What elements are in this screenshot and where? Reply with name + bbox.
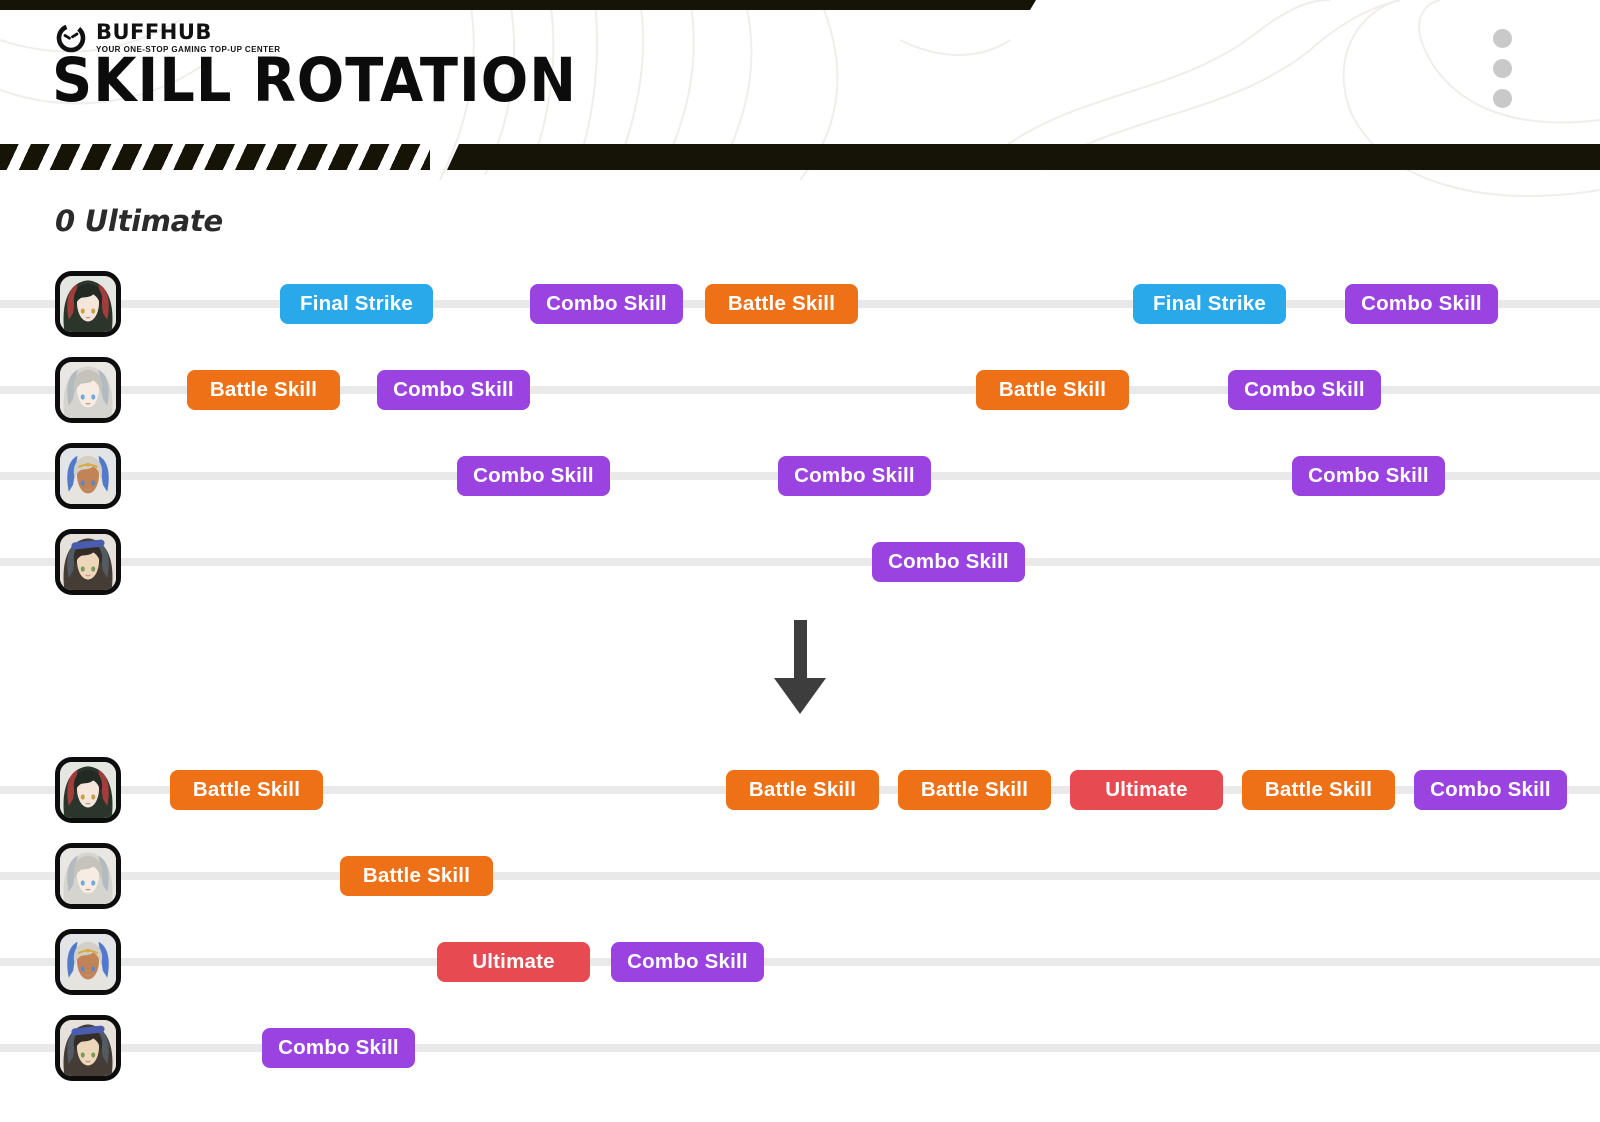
character-avatar-blue-haired-tan-sage	[55, 929, 121, 995]
down-arrow-head	[774, 678, 826, 714]
rotation-row-line	[0, 558, 1600, 566]
character-avatar-dark-green-haired-girl	[55, 271, 121, 337]
skill-badge-combo: Combo Skill	[778, 456, 931, 496]
character-avatar-blue-haired-tan-sage	[55, 443, 121, 509]
skill-badge-combo: Combo Skill	[530, 284, 683, 324]
avatar-art-dark-haired-man-sunglasses	[60, 534, 116, 590]
skill-badge-combo: Combo Skill	[611, 942, 764, 982]
skill-badge-battle: Battle Skill	[1242, 770, 1395, 810]
skill-badge-combo: Combo Skill	[1345, 284, 1498, 324]
skill-badge-combo: Combo Skill	[872, 542, 1025, 582]
skill-badge-ultimate: Ultimate	[1070, 770, 1223, 810]
rotation-row-line	[0, 386, 1600, 394]
slide-dot	[1493, 89, 1512, 108]
skill-badge-combo: Combo Skill	[1414, 770, 1567, 810]
skill-badge-final: Final Strike	[280, 284, 433, 324]
hazard-divider-bar	[0, 144, 1600, 170]
character-avatar-silver-haired-girl	[55, 357, 121, 423]
skill-badge-combo: Combo Skill	[1292, 456, 1445, 496]
skill-badge-battle: Battle Skill	[170, 770, 323, 810]
skill-badge-combo: Combo Skill	[1228, 370, 1381, 410]
avatar-art-dark-green-haired-girl	[60, 276, 116, 332]
skill-badge-battle: Battle Skill	[187, 370, 340, 410]
skill-badge-combo: Combo Skill	[262, 1028, 415, 1068]
rotation-row-line	[0, 1044, 1600, 1052]
brand-name: BUFFHUB	[96, 20, 212, 44]
avatar-art-blue-haired-tan-sage	[60, 448, 116, 504]
slide-dot	[1493, 59, 1512, 78]
skill-badge-battle: Battle Skill	[726, 770, 879, 810]
page-title: SKILL ROTATION	[52, 45, 577, 116]
skill-badge-battle: Battle Skill	[898, 770, 1051, 810]
avatar-art-silver-haired-girl	[60, 362, 116, 418]
rotation-row-line	[0, 958, 1600, 966]
character-avatar-dark-haired-man-sunglasses	[55, 1015, 121, 1081]
skill-badge-battle: Battle Skill	[976, 370, 1129, 410]
character-avatar-dark-green-haired-girl	[55, 757, 121, 823]
skill-badge-battle: Battle Skill	[705, 284, 858, 324]
slide-dot	[1493, 29, 1512, 48]
skill-badge-final: Final Strike	[1133, 284, 1286, 324]
rotation-row-line	[0, 872, 1600, 880]
hazard-solid-bar	[447, 144, 1600, 170]
section-heading-zero-ultimate: 0 Ultimate	[55, 204, 223, 238]
skill-badge-combo: Combo Skill	[377, 370, 530, 410]
character-avatar-silver-haired-girl	[55, 843, 121, 909]
hazard-stripes	[0, 144, 430, 170]
avatar-art-silver-haired-girl	[60, 848, 116, 904]
brand-tagline: YOUR ONE-STOP GAMING TOP-UP CENTER	[96, 45, 281, 54]
character-avatar-dark-haired-man-sunglasses	[55, 529, 121, 595]
skill-badge-ultimate: Ultimate	[437, 942, 590, 982]
avatar-art-blue-haired-tan-sage	[60, 934, 116, 990]
skill-badge-battle: Battle Skill	[340, 856, 493, 896]
down-arrow-stem	[793, 620, 807, 678]
avatar-art-dark-green-haired-girl	[60, 762, 116, 818]
avatar-art-dark-haired-man-sunglasses	[60, 1020, 116, 1076]
skill-badge-combo: Combo Skill	[457, 456, 610, 496]
down-arrow-icon	[774, 620, 826, 714]
slide-dots	[1493, 29, 1512, 108]
top-accent-strip	[0, 0, 1036, 10]
